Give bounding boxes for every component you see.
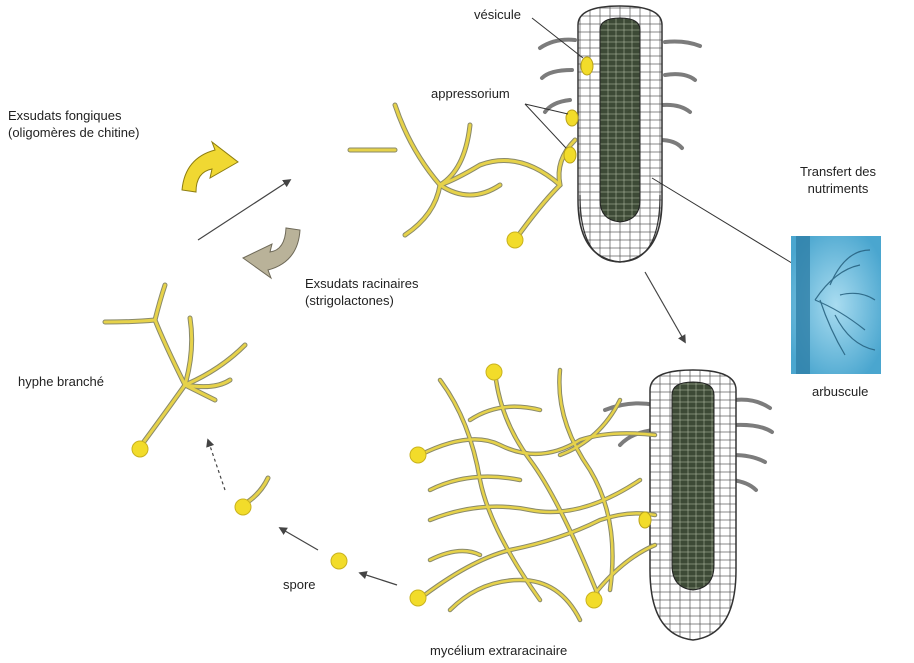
root-stele-top [600,18,640,222]
label-fungal-exudates-2: (oligomères de chitine) [8,124,140,141]
vesicle [581,57,593,75]
appressorium-2 [564,147,576,163]
branched-hypha [105,285,245,447]
root-top [540,6,700,262]
label-root-exudates-1: Exsudats racinaires [305,275,418,292]
mycelium-spore-3 [410,590,426,606]
label-arbuscule: arbuscule [812,383,868,400]
label-root-exudates-2: (strigolactones) [305,292,394,309]
root-exudate-arrow [243,228,300,278]
label-appressorium: appressorium [431,85,510,102]
mycelium-spore-2 [410,447,426,463]
appressorium-1 [566,110,578,126]
branched-hypha-spore [132,441,148,457]
mycelium-spore-4 [586,592,602,608]
root-bottom [605,370,772,640]
label-branched-hypha: hyphe branché [18,373,104,390]
mycelium-spore-1 [486,364,502,380]
label-spore: spore [283,576,316,593]
mycelium-appressorium [639,512,651,528]
label-vesicule: vésicule [474,6,521,23]
germinating-spore [235,478,268,515]
spore-small [331,553,347,569]
label-extraradical-mycelium: mycélium extraracinaire [430,642,567,659]
spore-top [507,232,523,248]
root-stele-bottom [672,382,714,590]
arbuscule-image [791,236,881,374]
label-nutrient-transfer-1: Transfert des [788,163,888,180]
label-fungal-exudates-1: Exsudats fongiques [8,107,121,124]
fungal-exudate-arrow [182,142,238,192]
germinating-hypha-top [350,105,575,240]
label-nutrient-transfer-2: nutriments [788,180,888,197]
